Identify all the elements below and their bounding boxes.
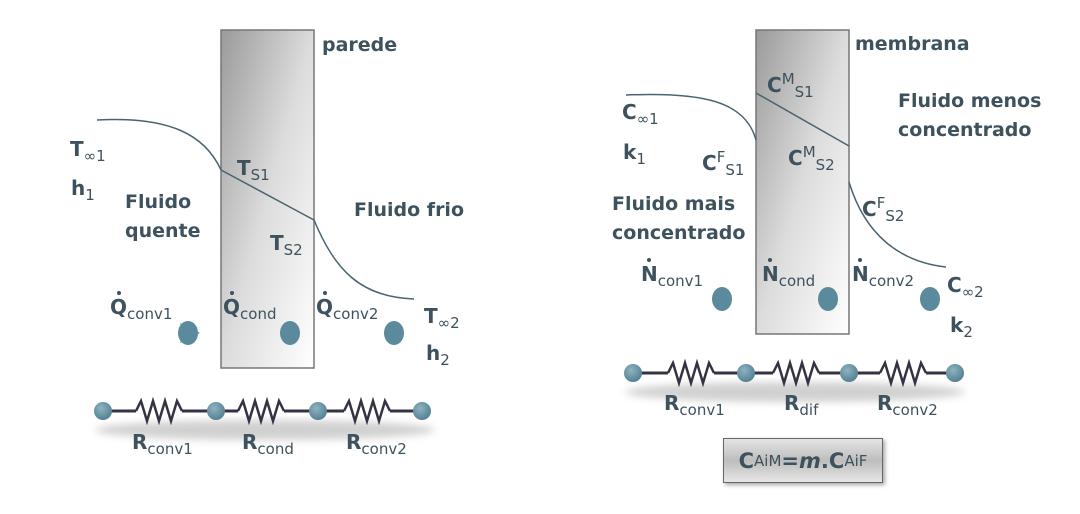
flux-arrow-conv2 <box>331 321 404 345</box>
flux-arrow-conv1 <box>125 321 200 345</box>
r-conv2-right-label: Rconv2 <box>877 391 938 419</box>
temperature-profile-hot <box>96 118 222 171</box>
circuit-node <box>309 402 327 420</box>
k2-label: k2 <box>950 313 973 341</box>
flux-arrow-n-conv2 <box>866 287 940 311</box>
circuit-node <box>946 364 964 382</box>
circuit-node <box>737 364 755 382</box>
membrane-label: membrana <box>855 33 970 55</box>
fluid-more-line1: Fluido mais <box>612 193 736 215</box>
t-s2-label: TS2 <box>270 231 303 259</box>
r-conv1-right-label: Rconv1 <box>664 391 725 419</box>
resistance-circuit-left <box>94 396 435 440</box>
fluid-cold-label: Fluido frio <box>354 199 465 221</box>
c-f-s1-label: CFS1 <box>702 148 745 179</box>
c-m-s1-label: CMS1 <box>767 70 814 101</box>
c-m-s2-label: CMS2 <box>788 143 835 174</box>
flux-arrow-cond <box>226 321 300 345</box>
temperature-profile-wall <box>220 169 315 221</box>
t-inf1-label: T∞1 <box>70 137 106 165</box>
r-cond-label: Rcond <box>242 430 294 458</box>
n-cond-label: Ncond <box>762 262 816 290</box>
circuit-node <box>840 364 858 382</box>
concentration-profile-membrane <box>755 92 850 147</box>
h2-label: h2 <box>426 341 450 369</box>
q-conv1-label: Qconv1 <box>110 295 173 323</box>
h1-label: h1 <box>71 176 95 204</box>
circuit-node <box>413 402 431 420</box>
fluid-less-line1: Fluido menos <box>898 90 1042 112</box>
resistance-circuit-right <box>624 358 965 402</box>
c-inf2-label: C∞2 <box>947 273 984 301</box>
concentration-profile-left <box>625 93 757 141</box>
c-inf1-label: C∞1 <box>622 100 659 128</box>
concentration-profile-right <box>848 181 947 268</box>
c-f-s2-label: CFS2 <box>862 194 905 225</box>
circuit-node <box>207 402 225 420</box>
n-conv2-label: Nconv2 <box>852 262 915 290</box>
fluid-hot-line1: Fluido <box>125 191 192 213</box>
r-conv1-label: Rconv1 <box>132 430 193 458</box>
flux-arrow-n-cond <box>763 287 838 311</box>
wall-label: parede <box>322 34 398 56</box>
fluid-hot-line2: quente <box>125 220 201 242</box>
r-dif-label: Rdif <box>784 391 819 419</box>
flux-arrow-n-conv1 <box>657 287 732 311</box>
circuit-node <box>624 364 642 382</box>
fluid-more-line2: concentrado <box>612 222 746 244</box>
n-conv1-label: Nconv1 <box>641 262 704 290</box>
temperature-profile-cold <box>313 219 415 300</box>
k1-label: k1 <box>623 140 646 168</box>
fluid-less-line2: concentrado <box>898 119 1032 141</box>
t-s1-label: TS1 <box>237 156 270 184</box>
circuit-node <box>94 402 112 420</box>
q-cond-label: Qcond <box>223 295 277 323</box>
r-conv2-label: Rconv2 <box>346 430 407 458</box>
q-conv2-label: Qconv2 <box>316 295 379 323</box>
t-inf2-label: T∞2 <box>424 304 460 332</box>
